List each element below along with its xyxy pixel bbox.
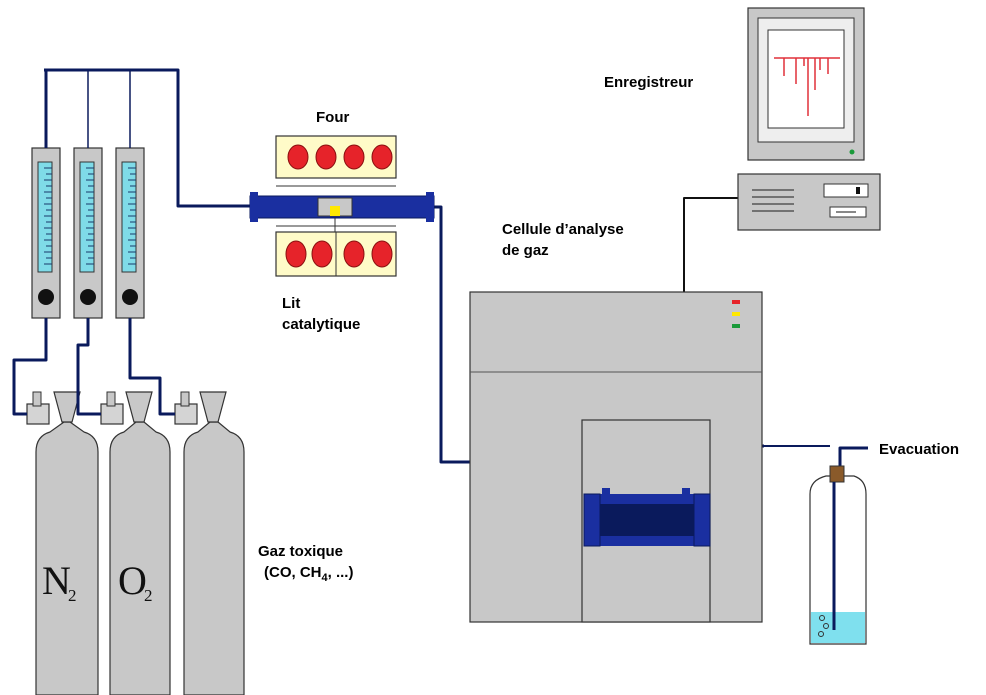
flowmeter-icon <box>31 147 61 319</box>
recorder-icon <box>737 173 881 231</box>
toxic-gas-label-line1: Gaz toxique <box>258 543 344 560</box>
cylinder-o2: O 2 <box>100 391 171 695</box>
catalytic-bed-label-line2: catalytique <box>282 316 361 333</box>
toxic-gas-label-line2: (CO, CH4, ...) <box>264 563 353 588</box>
analysis-cell <box>469 291 763 623</box>
toxic-gas-formula-post: , ...) <box>327 564 354 581</box>
cylinder-subscript-n2: 2 <box>68 586 77 605</box>
flowmeter-icon <box>73 147 103 319</box>
analysis-cell-label-line2: de gaz <box>502 242 549 259</box>
cylinder-subscript-o2: 2 <box>144 586 153 605</box>
flowmeters <box>31 147 145 319</box>
cylinder-label-n2: N <box>42 558 71 603</box>
cylinder-n2: N 2 <box>26 391 99 695</box>
evacuation-label: Evacuation <box>879 441 960 458</box>
recorder-label: Enregistreur <box>604 74 694 91</box>
catalytic-bed-label-line1: Lit <box>282 295 301 312</box>
furnace <box>249 135 435 277</box>
toxic-gas-formula-sub: 4 <box>321 572 328 584</box>
toxic-gas-formula-pre: (CO, CH <box>264 564 322 581</box>
gas-cylinders: N 2 O 2 <box>26 391 245 695</box>
cylinder-label-o2: O <box>118 558 147 603</box>
analysis-cell-label-line1: Cellule d’analyse <box>502 221 624 238</box>
cylinder-toxic-gas <box>174 391 245 695</box>
furnace-label: Four <box>316 109 350 126</box>
monitor-icon <box>747 7 865 161</box>
bubbler-icon <box>809 465 867 645</box>
